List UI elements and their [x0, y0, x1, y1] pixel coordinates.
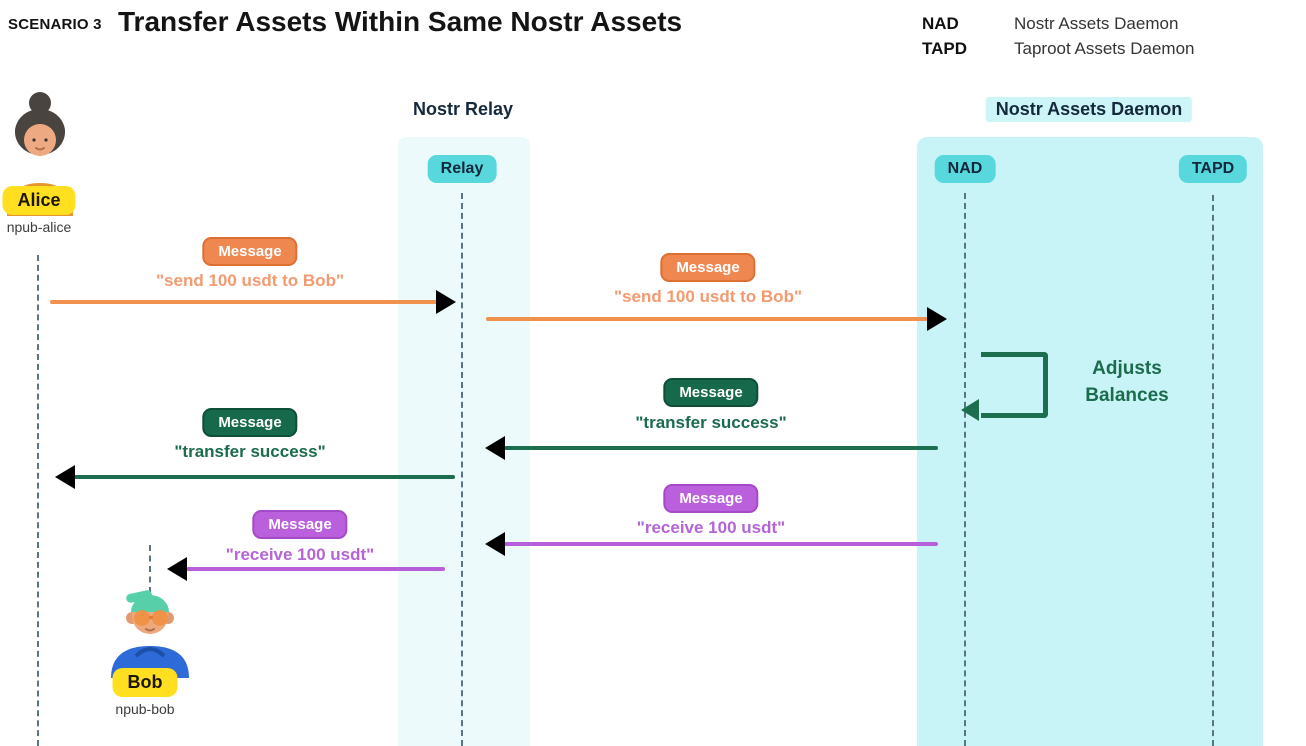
arrow-relay-to-nad — [486, 307, 947, 331]
arrow-alice-to-relay — [50, 290, 456, 314]
alice-npub-label: npub-alice — [6, 219, 72, 235]
message-badge-3: Message — [663, 378, 759, 407]
bob-name-badge: Bob — [112, 668, 178, 697]
arrowhead-left-icon — [485, 532, 505, 556]
nad-badge: NAD — [934, 155, 996, 183]
nostr-assets-daemon-panel — [917, 137, 1263, 746]
message-badge-2: Message — [660, 253, 756, 282]
balances-line: Balances — [1085, 384, 1169, 406]
arrowhead-left-icon — [485, 436, 505, 460]
message-badge-5: Message — [663, 484, 759, 513]
nad-lifeline — [964, 193, 966, 746]
arrow-relay-to-bob — [167, 557, 445, 581]
message-badge-6: Message — [252, 510, 348, 539]
arrow-nad-to-relay-receive — [485, 532, 938, 556]
message-text-4: "transfer success" — [174, 442, 326, 461]
bob-npub-label: npub-bob — [115, 701, 175, 717]
message-text-2: "send 100 usdt to Bob" — [613, 287, 803, 306]
arrowhead-left-icon — [167, 557, 187, 581]
message-text-3: "transfer success" — [635, 413, 787, 432]
message-badge-4: Message — [202, 408, 298, 437]
bob-avatar — [111, 590, 189, 678]
page-title: Transfer Assets Within Same Nostr Assets — [118, 6, 683, 37]
message-text-5: "receive 100 usdt" — [636, 518, 786, 537]
legend-abbr-nad: NAD — [922, 14, 959, 33]
arrow-nad-to-relay — [485, 436, 938, 460]
message-text-1: "send 100 usdt to Bob" — [155, 271, 345, 290]
tapd-badge: TAPD — [1178, 155, 1248, 183]
relay-badge: Relay — [427, 155, 497, 183]
nad-lane-header: Nostr Assets Daemon — [985, 97, 1193, 122]
legend-abbr-tapd: TAPD — [922, 39, 968, 58]
arrowhead-right-icon — [927, 307, 947, 331]
message-badge-1: Message — [202, 237, 298, 266]
arrow-relay-to-alice — [55, 465, 455, 489]
legend-full-tapd: Taproot Assets Daemon — [1014, 39, 1195, 58]
legend-full-nad: Nostr Assets Daemon — [1014, 14, 1179, 33]
arrowhead-right-icon — [436, 290, 456, 314]
adjusts-line: Adjusts — [1092, 358, 1162, 379]
relay-lane-band — [398, 137, 530, 746]
scenario-label: SCENARIO 3 — [8, 16, 102, 33]
self-loop-arrowhead-icon — [961, 399, 979, 421]
relay-lifeline — [461, 193, 463, 746]
arrowhead-left-icon — [55, 465, 75, 489]
adjusts-balances-label: Adjusts Balances — [1062, 356, 1192, 409]
alice-lifeline — [37, 255, 39, 746]
bob-lifeline-stub — [149, 545, 151, 593]
relay-lane-header: Nostr Relay — [412, 99, 514, 119]
nad-self-loop — [981, 352, 1048, 418]
message-text-6: "receive 100 usdt" — [225, 545, 375, 564]
alice-name-badge: Alice — [2, 186, 76, 215]
tapd-lifeline — [1212, 195, 1214, 746]
